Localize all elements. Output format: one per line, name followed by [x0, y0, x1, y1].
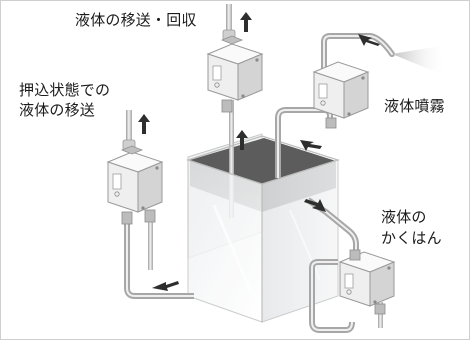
label-stirring-line2: かくはん: [381, 229, 442, 247]
up-arrow-icon: [240, 12, 252, 32]
up-arrow-icon: [138, 114, 150, 134]
tank: [186, 100, 340, 323]
tank-side-face: [261, 159, 339, 323]
right-arrow-icon: [358, 34, 380, 46]
left-arrow-icon: [152, 281, 179, 291]
label-transfer-recovery: 液体の移送・回収: [75, 11, 197, 29]
label-spray: 液体噴霧: [384, 97, 445, 115]
right-arrow-icon: [300, 140, 322, 151]
pump-spray: [312, 61, 370, 129]
label-stirring-line1: 液体の: [381, 208, 427, 226]
label-pressurized-line1: 押込状態での: [19, 81, 111, 99]
tank-front-face: [187, 159, 263, 323]
liquid-surface: [190, 138, 336, 184]
label-pressurized-line2: 液体の移送: [19, 101, 96, 119]
spray-mist-icon: [392, 46, 446, 76]
flow-arrows: [138, 12, 380, 291]
up-arrow-icon: [236, 130, 248, 150]
pump-stirring: [338, 249, 396, 315]
left-arrow-icon: [304, 199, 326, 212]
pump-pressurized: [106, 145, 164, 225]
pump-transfer-recovery: [206, 35, 264, 113]
